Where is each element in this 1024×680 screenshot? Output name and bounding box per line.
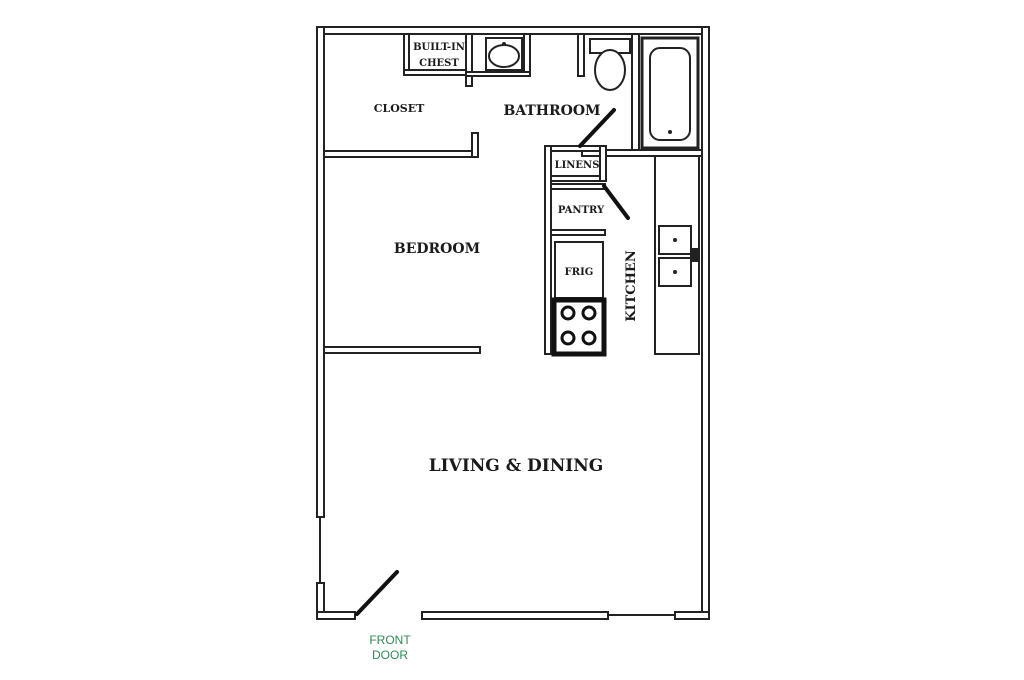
wall-left-upper xyxy=(316,26,325,518)
wall-bottom-right xyxy=(674,611,710,620)
frig-label: FRIG xyxy=(565,267,594,278)
living-dining-label: LIVING & DINING xyxy=(429,456,604,476)
wall-tub-left xyxy=(631,33,640,153)
wall-vanity-right xyxy=(523,33,531,77)
bathroom-sink xyxy=(485,37,523,71)
bathroom-door xyxy=(578,108,616,148)
pantry-label: PANTRY xyxy=(558,205,605,216)
front-door[interactable] xyxy=(355,570,399,616)
front-door-label-line2: DOOR xyxy=(372,648,408,662)
wall-chest-left xyxy=(403,33,410,75)
wall-top xyxy=(316,26,710,35)
pantry-door xyxy=(602,184,630,220)
wall-right xyxy=(701,26,710,620)
wall-linens-bottom xyxy=(550,175,606,182)
bathtub xyxy=(640,36,700,150)
wall-linens-top xyxy=(550,145,606,152)
wall-closet-stub xyxy=(471,132,479,158)
interior-walls xyxy=(323,33,703,355)
wall-bottom-middle xyxy=(421,611,609,620)
outer-walls xyxy=(316,26,710,620)
closet-label: CLOSET xyxy=(374,102,425,115)
toilet xyxy=(589,38,631,91)
wall-vanity-bottom xyxy=(465,71,531,77)
wall-chest-right xyxy=(465,33,473,87)
wall-pantry-bottom xyxy=(550,229,606,236)
wall-toilet-left xyxy=(577,33,585,77)
room-labels: BUILT-IN CHEST CLOSET BATHROOM LINENS PA… xyxy=(374,42,639,476)
wall-bottom-left xyxy=(316,611,356,620)
fixtures xyxy=(485,36,700,357)
wall-kitchen-left xyxy=(544,145,552,355)
linens-label: LINENS xyxy=(555,160,600,171)
bedroom-label: BEDROOM xyxy=(394,241,480,257)
front-door-label: FRONT DOOR xyxy=(369,633,411,662)
kitchen-sink xyxy=(658,225,698,287)
wall-bath-bottom xyxy=(581,149,703,157)
doors xyxy=(355,108,630,616)
bathroom-label: BATHROOM xyxy=(503,103,600,119)
wall-chest-bottom xyxy=(403,69,469,76)
kitchen-label: KITCHEN xyxy=(624,250,639,322)
built-in-chest-label-line1: BUILT-IN xyxy=(413,42,465,53)
wall-linens-right xyxy=(599,145,607,182)
built-in-chest-label-line2: CHEST xyxy=(419,58,459,69)
wall-pantry-top xyxy=(550,183,606,190)
wall-closet-bottom xyxy=(323,150,473,158)
wall-bedroom-bottom xyxy=(323,346,481,354)
stove xyxy=(551,297,607,357)
front-door-label-line1: FRONT xyxy=(369,633,411,647)
